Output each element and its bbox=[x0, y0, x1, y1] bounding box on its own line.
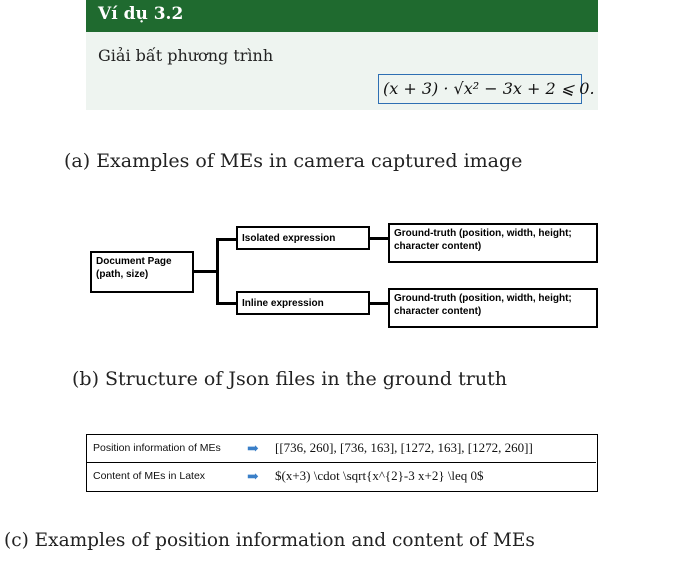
connector-to-isolated bbox=[216, 238, 236, 241]
node-inline-expression: Inline expression bbox=[236, 291, 370, 315]
connector-isolated-truth bbox=[370, 237, 388, 240]
connector-root-horizontal bbox=[194, 270, 218, 273]
caption-a: (a) Examples of MEs in camera captured i… bbox=[64, 150, 523, 172]
row-value-latex: $(x+3) \cdot \sqrt{x^{2}-3 x+2} \leq 0$ bbox=[275, 468, 484, 483]
caption-c: (c) Examples of position information and… bbox=[4, 530, 535, 551]
right-arrow-icon: ➡ bbox=[247, 441, 259, 457]
right-arrow-icon: ➡ bbox=[247, 469, 259, 485]
caption-b: (b) Structure of Json files in the groun… bbox=[72, 368, 507, 390]
row-divider bbox=[87, 462, 596, 463]
ground-truth-bottom-line2: character content) bbox=[394, 306, 482, 317]
node-document-page-line2: (path, size) bbox=[96, 269, 149, 280]
node-isolated-expression: Isolated expression bbox=[236, 226, 370, 250]
example-title: Ví dụ 3.2 bbox=[98, 4, 184, 24]
example-body: Giải bất phương trình (x + 3) · √x² − 3x… bbox=[86, 32, 598, 110]
ground-truth-bottom-line1: Ground-truth (position, width, height; bbox=[394, 293, 572, 304]
table-row: Content of MEs in Latex ➡ $(x+3) \cdot \… bbox=[87, 463, 596, 490]
connector-to-inline bbox=[216, 302, 236, 305]
connector-vertical bbox=[216, 238, 219, 304]
camera-captured-example: Ví dụ 3.2 Giải bất phương trình (x + 3) … bbox=[86, 0, 598, 110]
node-document-page-line1: Document Page bbox=[96, 256, 172, 267]
formula-bounding-box: (x + 3) · √x² − 3x + 2 ⩽ 0. bbox=[378, 74, 595, 104]
ground-truth-top-line1: Ground-truth (position, width, height; bbox=[394, 228, 572, 239]
row-label-latex: Content of MEs in Latex bbox=[93, 470, 206, 482]
row-label-position: Position information of MEs bbox=[93, 442, 221, 454]
formula-text: (x + 3) · √x² − 3x + 2 ⩽ 0. bbox=[383, 79, 595, 98]
row-value-position: [[736, 260], [736, 163], [1272, 163], [1… bbox=[275, 440, 533, 455]
node-ground-truth-top: Ground-truth (position, width, height; c… bbox=[388, 223, 598, 263]
node-ground-truth-bottom: Ground-truth (position, width, height; c… bbox=[388, 288, 598, 328]
node-document-page: Document Page (path, size) bbox=[90, 251, 194, 293]
example-prompt: Giải bất phương trình bbox=[98, 46, 274, 65]
ground-truth-top-line2: character content) bbox=[394, 241, 482, 252]
example-header: Ví dụ 3.2 bbox=[86, 0, 598, 32]
connector-inline-truth bbox=[370, 302, 388, 305]
table-row: Position information of MEs ➡ [[736, 260… bbox=[87, 435, 596, 462]
position-content-table: Position information of MEs ➡ [[736, 260… bbox=[86, 434, 598, 492]
